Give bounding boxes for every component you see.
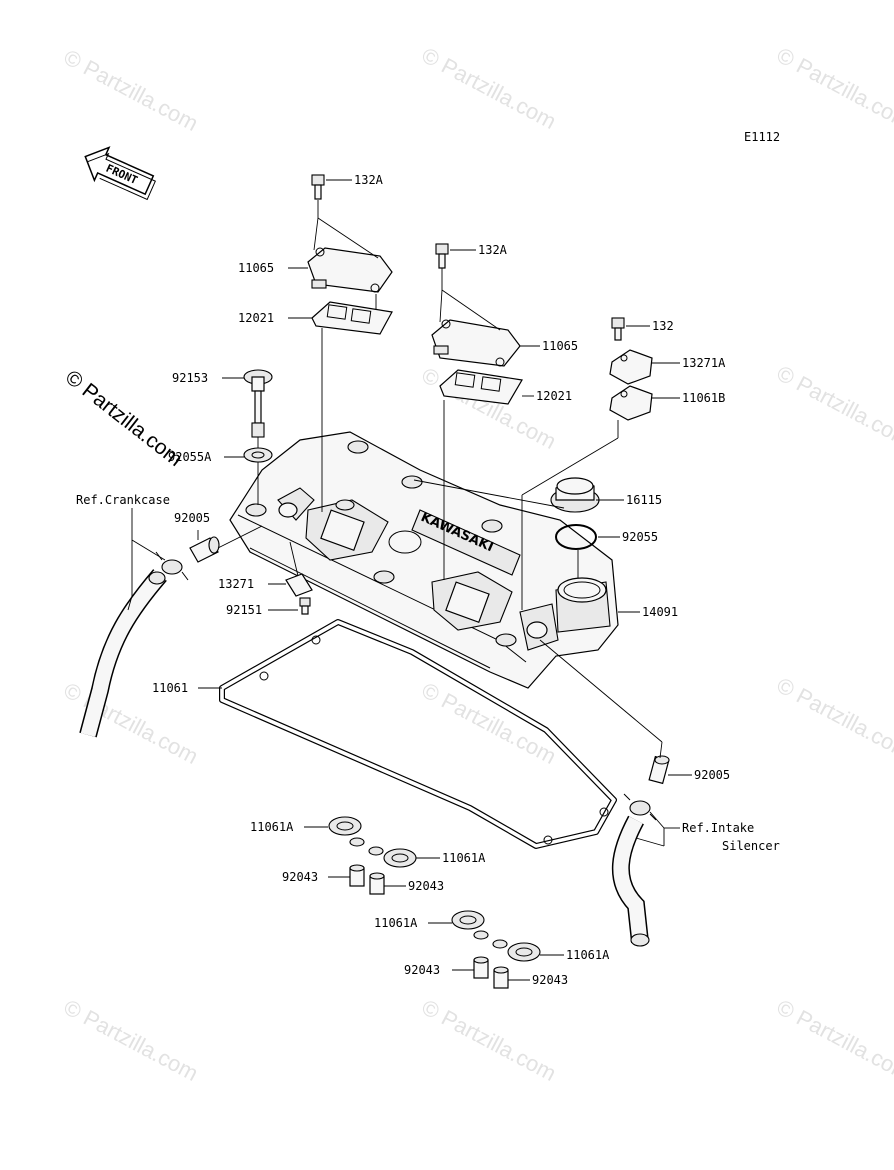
- reference-crankcase: Ref.Crankcase: [76, 493, 170, 507]
- bolt-132a-left: [311, 174, 325, 200]
- bolt-92151: [299, 597, 311, 615]
- seal-11061a-4: [507, 942, 541, 962]
- watermark: © Partzilla.com: [418, 994, 561, 1086]
- part-labels: 132A 11065 12021 132A 11065 12021 132 13…: [76, 173, 780, 987]
- part-label-92151: 92151: [226, 603, 262, 617]
- part-label-132: 132: [652, 319, 674, 333]
- part-label-11061a: 11061A: [442, 851, 486, 865]
- part-label-11061b: 11061B: [682, 391, 725, 405]
- head-cover-gasket: [219, 619, 617, 849]
- crankcase-breather-hose: [79, 569, 167, 738]
- part-label-132a: 132A: [478, 243, 508, 257]
- o-ring-92055: [555, 524, 597, 550]
- bolt-92153: [243, 369, 273, 438]
- seal-11061a-1: [328, 816, 362, 836]
- washer-92055a: [243, 447, 273, 463]
- collar-92043-3: [473, 956, 489, 979]
- part-label-92153: 92153: [172, 371, 208, 385]
- watermark: © Partzilla.com: [773, 994, 894, 1086]
- part-label-11061a: 11061A: [250, 820, 294, 834]
- gasket-11061b: [609, 385, 653, 421]
- seal-11061a-3: [451, 910, 485, 930]
- front-arrow-icon: FRONT: [84, 146, 156, 201]
- part-label-132a: 132A: [354, 173, 384, 187]
- reference-intake: Ref.Intake: [682, 821, 754, 835]
- part-label-13271a: 13271A: [682, 356, 726, 370]
- plate-13271: [285, 573, 313, 597]
- part-label-12021: 12021: [536, 389, 572, 403]
- part-label-14091: 14091: [642, 605, 678, 619]
- part-label-11065: 11065: [542, 339, 578, 353]
- breather-cover-right: [431, 319, 521, 367]
- hose-clamp-left: [155, 551, 189, 581]
- watermark: © Partzilla.com: [773, 42, 894, 134]
- part-label-11065: 11065: [238, 261, 274, 275]
- washer-small-2: [368, 846, 384, 856]
- breather-cover-left: [307, 247, 393, 293]
- part-label-92005: 92005: [694, 768, 730, 782]
- reed-plate-left: [311, 301, 393, 335]
- collar-92043-1: [349, 864, 365, 887]
- plate-13271a: [609, 349, 653, 385]
- part-label-92005: 92005: [174, 511, 210, 525]
- part-label-16115: 16115: [626, 493, 662, 507]
- part-label-92055a: 92055A: [168, 450, 212, 464]
- fitting-92005-left: [189, 536, 220, 563]
- part-label-92043: 92043: [282, 870, 318, 884]
- bolt-132a-right: [435, 243, 449, 269]
- seal-11061a-2: [383, 848, 417, 868]
- part-label-92043: 92043: [408, 879, 444, 893]
- part-label-11061: 11061: [152, 681, 188, 695]
- watermark: © Partzilla.com: [773, 360, 894, 452]
- washer-small-3: [473, 930, 489, 940]
- hose-clamp-right: [623, 793, 657, 821]
- watermark: © Partzilla.com: [418, 42, 561, 134]
- watermark: © Partzilla.com: [773, 672, 894, 764]
- reed-plate-right: [439, 369, 523, 405]
- part-label-11061a: 11061A: [566, 948, 610, 962]
- intake-silencer-hose: [612, 815, 650, 947]
- bolt-132: [611, 317, 625, 341]
- reference-silencer: Silencer: [722, 839, 780, 853]
- diagram-code: E1112: [744, 130, 780, 144]
- collar-92043-2: [369, 872, 385, 895]
- watermark: © Partzilla.com: [60, 994, 203, 1086]
- washer-small-1: [349, 837, 365, 847]
- oil-filler-cap: [550, 477, 600, 513]
- part-label-11061a: 11061A: [374, 916, 418, 930]
- part-label-92043: 92043: [404, 963, 440, 977]
- part-label-12021: 12021: [238, 311, 274, 325]
- part-label-92043: 92043: [532, 973, 568, 987]
- fitting-92005-right: [648, 755, 670, 785]
- collar-92043-4: [493, 966, 509, 989]
- part-label-92055: 92055: [622, 530, 658, 544]
- watermark: © Partzilla.com: [60, 44, 203, 136]
- cylinder-head-cover: KAWASAKI: [229, 431, 619, 689]
- leader-lines: [127, 179, 692, 981]
- part-label-13271: 13271: [218, 577, 254, 591]
- washer-small-4: [492, 939, 508, 949]
